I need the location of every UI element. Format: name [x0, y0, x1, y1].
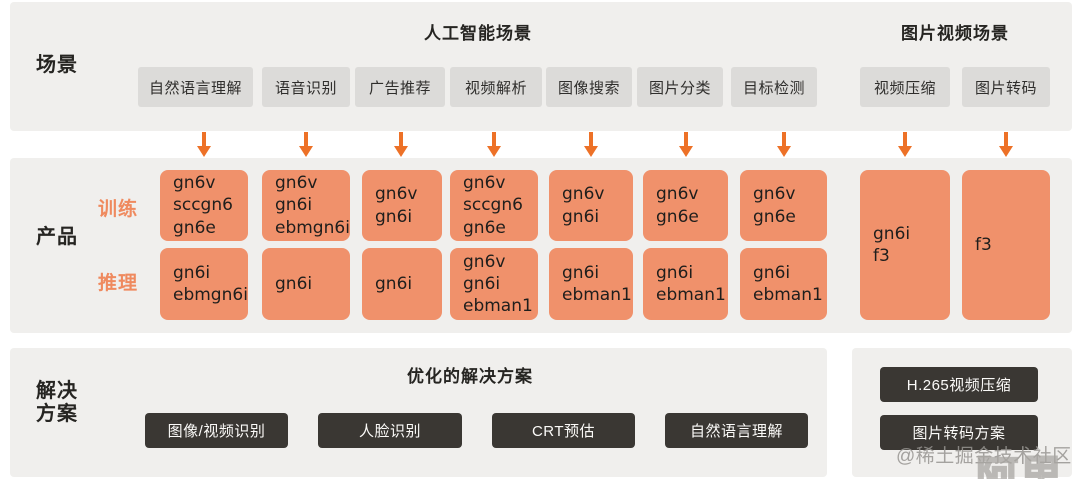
media-products-box: gn6i f3: [860, 170, 950, 320]
scene-node-video-compression: 视频压缩: [860, 67, 950, 107]
solutions-row-label: 解决 方案: [36, 380, 78, 425]
scenes-panel: 场景 人工智能场景 图片视频场景 自然语言理解 语音识别 广告推荐 视频解析 图…: [10, 2, 1072, 131]
community-watermark: @稀土掘金技术社区: [896, 446, 1072, 467]
scene-node-nlu: 自然语言理解: [138, 67, 253, 107]
inference-products-box: gn6i ebman1: [740, 248, 827, 320]
training-products-box: gn6v sccgn6 gn6e: [450, 170, 538, 241]
solution-node-h265-compression: H.265视频压缩: [880, 367, 1038, 402]
scene-node-object-detection: 目标检测: [731, 67, 817, 107]
down-arrow-icon: [679, 132, 693, 158]
inference-products-box: gn6i ebmgn6i: [160, 248, 248, 320]
solution-node-image-transcoding: 图片转码方案: [880, 415, 1038, 450]
down-arrow-icon: [999, 132, 1013, 158]
inference-products-box: gn6v gn6i ebman1: [450, 248, 538, 320]
training-products-box: gn6v gn6e: [643, 170, 728, 241]
inference-row-label: 推理: [98, 273, 139, 294]
down-arrow-icon: [394, 132, 408, 158]
brand-watermark: 阿里云: [975, 452, 1065, 479]
media-products-box: f3: [962, 170, 1050, 320]
training-row-label: 训练: [98, 199, 139, 220]
training-products-box: gn6v sccgn6 gn6e: [160, 170, 248, 241]
training-products-box: gn6v gn6e: [740, 170, 827, 241]
inference-products-box: gn6i: [362, 248, 442, 320]
down-arrow-icon: [299, 132, 313, 158]
scene-node-image-transcoding: 图片转码: [962, 67, 1050, 107]
scene-node-image-search: 图像搜索: [546, 67, 632, 107]
solutions-title: 优化的解决方案: [407, 367, 533, 386]
down-arrow-icon: [487, 132, 501, 158]
products-row-label: 产品: [36, 226, 78, 248]
ai-scenes-title: 人工智能场景: [424, 24, 532, 43]
products-panel: 产品 训练 推理 gn6v sccgn6 gn6e gn6v gn6i ebmg…: [10, 158, 1072, 333]
down-arrow-icon: [777, 132, 791, 158]
scene-node-video-analysis: 视频解析: [450, 67, 542, 107]
scenes-row-label: 场景: [36, 54, 78, 76]
down-arrow-icon: [898, 132, 912, 158]
media-scenes-title: 图片视频场景: [901, 24, 1009, 43]
solution-node-crt-estimation: CRT预估: [492, 413, 635, 448]
inference-products-box: gn6i: [262, 248, 350, 320]
inference-products-box: gn6i ebman1: [643, 248, 728, 320]
scene-node-speech-recognition: 语音识别: [262, 67, 350, 107]
down-arrow-icon: [197, 132, 211, 158]
solution-node-nlu: 自然语言理解: [665, 413, 808, 448]
solution-node-face-recognition: 人脸识别: [318, 413, 462, 448]
media-solutions-panel: H.265视频压缩 图片转码方案: [852, 348, 1072, 477]
solutions-panel: 解决 方案 优化的解决方案 图像/视频识别 人脸识别 CRT预估 自然语言理解: [10, 348, 827, 477]
scene-node-ad-recommendation: 广告推荐: [355, 67, 445, 107]
down-arrow-icon: [584, 132, 598, 158]
training-products-box: gn6v gn6i: [362, 170, 442, 241]
scene-node-image-classification: 图片分类: [637, 67, 723, 107]
training-products-box: gn6v gn6i: [549, 170, 633, 241]
solution-node-image-video-recognition: 图像/视频识别: [145, 413, 288, 448]
inference-products-box: gn6i ebman1: [549, 248, 633, 320]
training-products-box: gn6v gn6i ebmgn6i: [262, 170, 350, 241]
